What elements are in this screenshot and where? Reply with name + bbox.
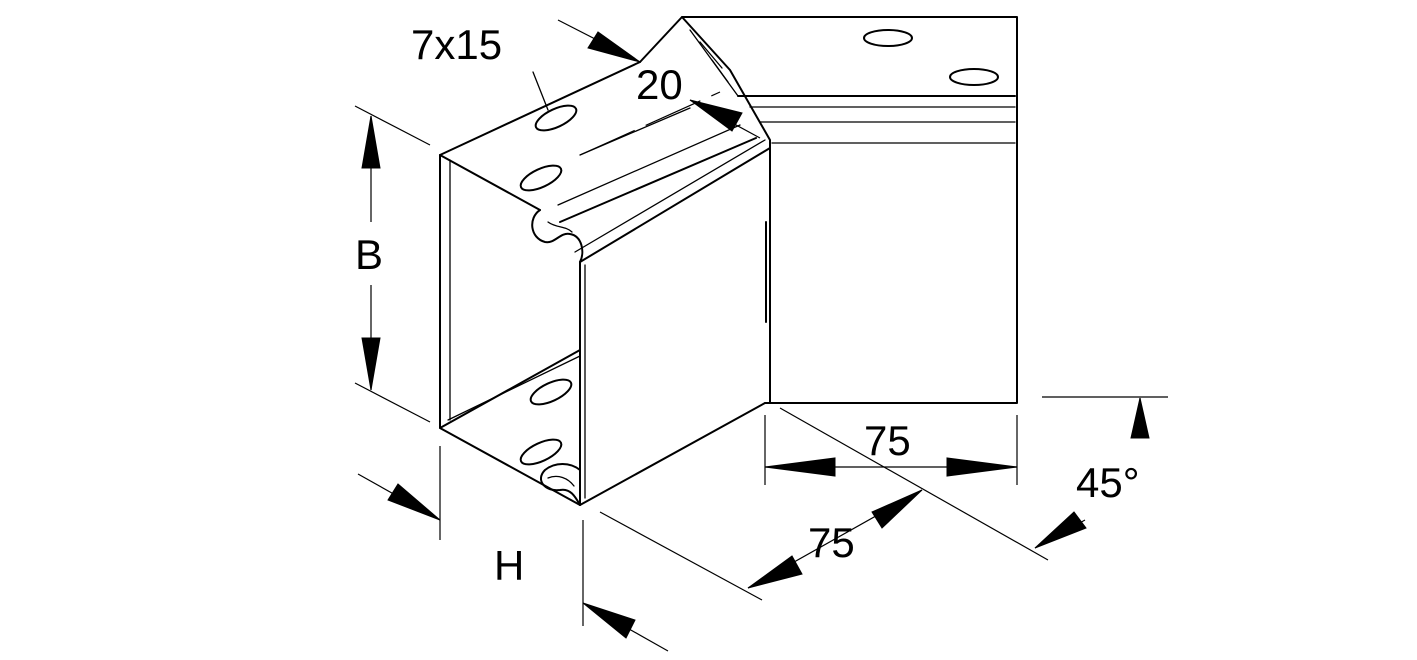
slot-4 bbox=[949, 68, 999, 86]
slot-6 bbox=[519, 438, 563, 466]
dim-angle: 45° bbox=[1034, 396, 1168, 549]
dim-slot: 7x15 bbox=[411, 19, 721, 156]
slot-1 bbox=[534, 104, 578, 132]
dim-height: H bbox=[357, 446, 669, 652]
leg-front-label: 75 bbox=[808, 519, 855, 566]
dim-leg-right: 75 bbox=[764, 415, 1018, 485]
dim-flange: 20 bbox=[636, 61, 761, 139]
slot-size-label: 7x15 bbox=[411, 21, 502, 68]
width-label: B bbox=[355, 231, 383, 278]
dim-leg-front: 75 bbox=[599, 407, 1049, 601]
height-label: H bbox=[494, 542, 524, 589]
dim-width: B bbox=[354, 105, 431, 423]
slot-3 bbox=[863, 29, 913, 47]
angle-label: 45° bbox=[1076, 459, 1140, 506]
slot-2 bbox=[519, 164, 563, 192]
flange-width-label: 20 bbox=[636, 61, 683, 108]
bend-left-section bbox=[439, 61, 771, 506]
mounting-slots bbox=[519, 29, 999, 466]
slot-5 bbox=[529, 378, 573, 406]
bend-right-section bbox=[639, 16, 1018, 404]
leg-right-label: 75 bbox=[864, 417, 911, 464]
